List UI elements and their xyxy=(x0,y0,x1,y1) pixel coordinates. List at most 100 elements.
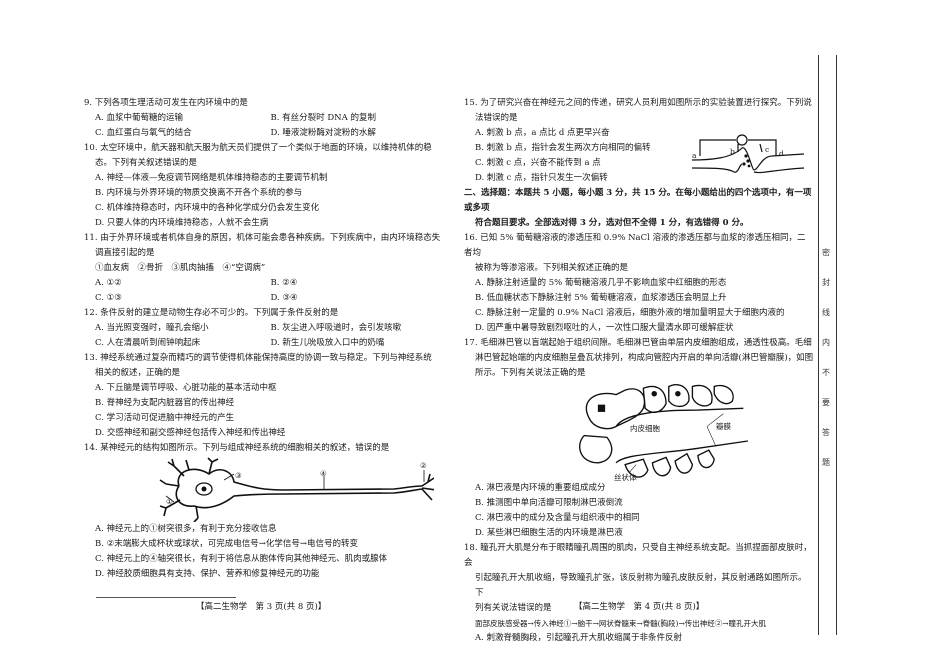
question-stem-cont: 调直接引起的是 xyxy=(95,248,155,258)
option-d: D. 唾液淀粉酶对淀粉的水解 xyxy=(270,128,376,138)
synapse-figure: a b c d xyxy=(691,130,812,180)
figure-label: d xyxy=(779,149,784,158)
option-c: C. 刺激 c 点，兴奋不能传到 a 点 xyxy=(475,158,601,168)
option-a: A. 血浆中葡萄糖的运输 xyxy=(95,113,184,123)
question-stem-cont: 被称为等渗溶液。下列相关叙述正确的是 xyxy=(475,263,629,273)
question-stem: 15. 为了研究兴奋在神经元之间的传递，研究人员利用如图所示的实验装置进行探究。… xyxy=(464,98,812,108)
seal-char: 要 xyxy=(822,398,830,407)
option-b: B. ②④ xyxy=(270,278,298,288)
question-18: 18. 瞳孔开大肌是分布于眼睛瞳孔周围的肌肉，只受自主神经系统支配。当抓捏面部皮… xyxy=(464,541,814,646)
question-stem-cont: 相关的叙述，正确的是 xyxy=(95,368,181,378)
figure-label: ① xyxy=(166,497,173,506)
seal-char: 题 xyxy=(822,458,830,467)
option-d: D. 因严重中暑导致剧烈呕吐的人，一次性口服大量清水即可缓解症状 xyxy=(475,323,734,333)
question-stem: 18. 瞳孔开大肌是分布于眼睛瞳孔周围的肌肉，只受自主神经系统支配。当抓捏面部皮… xyxy=(464,543,812,568)
question-stem-cont: 法错误的是 xyxy=(475,113,518,123)
option-a: A. 神经元上的①树突很多，有利于充分接收信息 xyxy=(95,524,277,534)
option-b: B. 内环境与外界环境的物质交换离不开各个系统的参与 xyxy=(95,188,303,198)
option-c: C. 机体维持稳态时，内环境中的各种化学成分仍会发生变化 xyxy=(95,203,320,213)
figure-label: ④ xyxy=(320,469,327,478)
question-stem: 17. 毛细淋巴管以盲端起始于组织间隙。毛细淋巴管由单层内皮细胞组成，通透性极高… xyxy=(464,338,812,348)
section-2-header: 二、选择题：本题共 5 小题，每小题 3 分，共 15 分。在每小题给出的四个选… xyxy=(464,186,814,231)
seal-char: 不 xyxy=(822,368,830,377)
option-c: C. 静脉注射一定量的 0.9% NaCl 溶液后，细胞外液的增加量明显大于细胞… xyxy=(475,308,785,318)
option-a: A. 下丘脑是调节呼吸、心脏功能的基本活动中枢 xyxy=(95,383,277,393)
question-10: 10. 太空环境中，航天器和航天服为航天员们提供了一个类似于地面的环境，以维持机… xyxy=(84,141,446,231)
question-stem: 16. 已知 5% 葡萄糖溶液的渗透压和 0.9% NaCl 溶液的渗透压都与血… xyxy=(464,233,806,258)
neuron-figure: ① ② ③ ④ xyxy=(84,456,446,523)
option-c: C. 淋巴液中的成分及含量与组织液中的相同 xyxy=(475,513,640,523)
option-d: D. 新生儿吮吸放入口中的奶嘴 xyxy=(270,338,385,348)
option-c: C. 血红蛋白与氧气的结合 xyxy=(95,128,192,138)
figure-label: ③ xyxy=(235,471,242,480)
option-a: A. 刺激 b 点，a 点比 d 点更早兴奋 xyxy=(475,128,610,138)
figure-label: ② xyxy=(420,461,427,470)
option-c: C. 神经元上的④轴突很长，有利于将信息从胞体传向其他神经元、肌肉或腺体 xyxy=(95,554,388,564)
figure-label: 内皮细胞 xyxy=(630,424,660,433)
question-11: 11. 由于外界环境或者机体自身的原因，机体可能会患各种疾病。下列疾病中，由内环… xyxy=(84,231,446,306)
question-items: ①血友病 ②骨折 ③肌肉抽搐 ④“空调病” xyxy=(95,263,266,273)
binding-line-left xyxy=(818,55,819,635)
option-a: A. 静脉注射适量的 5% 葡萄糖溶液几乎不影响血浆中红细胞的形态 xyxy=(475,278,727,288)
figure-label: b xyxy=(730,147,735,156)
question-9: 9. 下列各项生理活动可发生在内环境中的是 A. 血浆中葡萄糖的运输 B. 有丝分… xyxy=(84,96,446,141)
option-d: D. 刺激 c 点，指针只发生一次偏转 xyxy=(475,173,608,183)
option-b: B. 脊神经为支配内脏器官的传出神经 xyxy=(95,398,235,408)
option-d: D. 只要人体的内环境维持稳态，人就不会生病 xyxy=(95,218,269,228)
question-stem-cont: 淋巴管起始端的内皮细胞呈叠瓦状排列，构成向管腔内开启的单向活瓣(淋巴管瓣膜)，如… xyxy=(475,353,814,363)
question-stem: 13. 神经系统通过复杂而精巧的调节使得机体能保持高度的协调一致与稳定。下列与神… xyxy=(84,353,432,363)
question-stem: 9. 下列各项生理活动可发生在内环境中的是 xyxy=(84,98,248,108)
figure-label: 瓣膜 xyxy=(716,422,731,431)
option-b: B. ②末端膨大成杯状或球状，可完成电信号→化学信号→电信号的转变 xyxy=(95,539,359,549)
seal-char: 线 xyxy=(822,308,830,317)
page-footer-3: 【高二生物学 第 3 页(共 8 页)】 xyxy=(196,602,327,612)
synapse-diagram xyxy=(691,134,805,174)
option-d: D. ③④ xyxy=(270,293,298,303)
option-b: B. 有丝分裂时 DNA 的复制 xyxy=(270,113,376,123)
option-b: B. 刺激 b 点，指针会发生两次方向相同的偏转 xyxy=(475,143,651,153)
option-c: C. 学习活动可促进脑中神经元的产生 xyxy=(95,413,235,423)
option-d: D. 交感神经和副交感神经包括传入神经和传出神经 xyxy=(95,428,286,438)
option-d: D. 某些淋巴细胞生活的内环境是淋巴液 xyxy=(475,528,623,538)
lymph-capillary-diagram xyxy=(579,383,748,478)
question-13: 13. 神经系统通过复杂而精巧的调节使得机体能保持高度的协调一致与稳定。下列与神… xyxy=(84,351,446,441)
question-17: 17. 毛细淋巴管以盲端起始于组织间隙。毛细淋巴管由单层内皮细胞组成，通透性极高… xyxy=(464,336,814,541)
figure-label: a xyxy=(692,151,697,160)
question-stem-cont: 列有关说法错误的是 xyxy=(475,603,552,613)
figure-label: c xyxy=(765,145,770,154)
option-d: D. 神经胶质细胞具有支持、保护、营养和修复神经元的功能 xyxy=(95,569,320,579)
seal-char: 内 xyxy=(822,338,830,347)
binding-line-right xyxy=(836,55,837,635)
question-15: 15. 为了研究兴奋在神经元之间的传递，研究人员利用如图所示的实验装置进行探究。… xyxy=(464,96,814,186)
seal-char: 封 xyxy=(822,278,830,287)
section-instructions: 二、选择题：本题共 5 小题，每小题 3 分，共 15 分。在每小题给出的四个选… xyxy=(464,188,812,213)
page-3-column: 9. 下列各项生理活动可发生在内环境中的是 A. 血浆中葡萄糖的运输 B. 有丝分… xyxy=(84,96,446,582)
footer-rule xyxy=(96,597,236,598)
option-b: B. 低血糖状态下静脉注射 5% 葡萄糖溶液，血浆渗透压会明显上升 xyxy=(475,293,727,303)
option-a: A. 神经—体液—免疫调节网络是机体维持稳态的主要调节机制 xyxy=(95,173,328,183)
option-b: B. 灰尘进入呼吸道时，会引发咳嗽 xyxy=(270,323,402,333)
option-c: C. ①③ xyxy=(95,293,122,303)
question-stem-cont: 引起瞳孔开大肌收缩，导致瞳孔扩张，该反射称为瞳孔皮肤反射，其反射通路如图所示。下 xyxy=(475,573,807,598)
binding-margin-notice: 密 封 线 内 不 要 答 题 xyxy=(820,238,832,478)
page-footer-4: 【高二生物学 第 4 页(共 8 页)】 xyxy=(574,602,705,612)
option-a: A. 淋巴液是内环境的重要组成成分 xyxy=(475,483,606,493)
option-a: A. 当光照变强时，瞳孔会缩小 xyxy=(95,323,209,333)
lymph-capillary-figure: 内皮细胞 瓣膜 丝状体 xyxy=(464,381,814,482)
section-instructions-cont: 符合题目要求。全部选对得 3 分，选对但不全得 1 分，有选错得 0 分。 xyxy=(475,218,749,228)
question-stem: 10. 太空环境中，航天器和航天服为航天员们提供了一个类似于地面的环境，以维持机… xyxy=(84,143,432,153)
question-16: 16. 已知 5% 葡萄糖溶液的渗透压和 0.9% NaCl 溶液的渗透压都与血… xyxy=(464,231,814,336)
seal-char: 密 xyxy=(822,248,830,257)
question-stem: 14. 某神经元的结构如图所示。下列与组成神经系统的细胞相关的叙述，错误的是 xyxy=(84,443,390,453)
question-stem-cont: 态。下列有关叙述错误的是 xyxy=(95,158,198,168)
question-stem: 11. 由于外界环境或者机体自身的原因，机体可能会患各种疾病。下列疾病中，由内环… xyxy=(84,233,441,243)
question-14: 14. 某神经元的结构如图所示。下列与组成神经系统的细胞相关的叙述，错误的是 ①… xyxy=(84,441,446,582)
figure-label: 丝状体 xyxy=(614,473,637,482)
option-a: A. 刺激脊髓胸段，引起瞳孔开大肌收缩属于非条件反射 xyxy=(475,633,683,643)
seal-char: 答 xyxy=(822,428,830,437)
question-stem-cont: 所示。下列有关说法正确的是 xyxy=(475,368,586,378)
neuron-diagram xyxy=(159,457,437,523)
reflex-pathway: 面部皮肤感受器→传入神经①→脑干→网状脊髓束→脊髓(胸段)→传出神经②→瞳孔开大… xyxy=(475,619,767,628)
question-12: 12. 条件反射的建立是动物生存必不可少的。下列属于条件反射的是 A. 当光照变… xyxy=(84,306,446,351)
question-stem: 12. 条件反射的建立是动物生存必不可少的。下列属于条件反射的是 xyxy=(84,308,339,318)
